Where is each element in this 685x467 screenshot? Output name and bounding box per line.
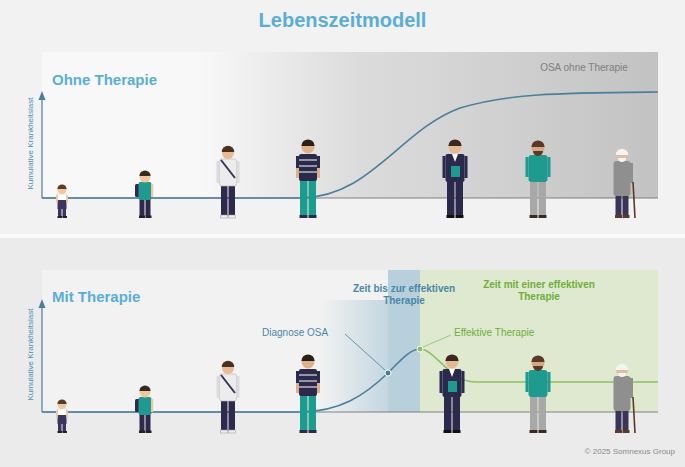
annotation-label: Diagnose OSA xyxy=(262,327,342,338)
blue-fade xyxy=(320,300,388,412)
panel: Ohne Therapie OSA ohne Therapie xyxy=(0,42,685,234)
node-text: Mit Therapie xyxy=(52,288,140,305)
shaded-region: OSA ohne Therapie xyxy=(300,52,658,198)
top-plot xyxy=(42,52,658,198)
therapy-dot xyxy=(417,346,423,352)
diagram-title: Lebenszeitmodell xyxy=(0,9,685,32)
annotation-label: Kumulative Krankheitslast xyxy=(26,285,35,425)
annotation-label: Zeit bis zur effektiven Therapie xyxy=(345,283,463,307)
separator xyxy=(0,234,685,238)
figures-bottom xyxy=(56,354,635,433)
diagnosis-dot xyxy=(385,370,391,376)
curves xyxy=(42,92,658,412)
node-text: Ohne Therapie xyxy=(52,71,157,88)
band: Zeit mit einer effektiven Therapie xyxy=(420,270,658,412)
node-text: OSA ohne Therapie xyxy=(524,62,644,73)
node-text: Zeit mit einer effektiven Therapie xyxy=(479,279,599,303)
annotation-label: Kumulative Krankheitslast xyxy=(26,74,35,214)
top-ground xyxy=(0,0,685,234)
panel: Mit Therapie Zeit mit einer effektiven Th… xyxy=(0,238,685,467)
annotation-label: © 2025 Somnexus Group xyxy=(500,447,675,456)
bottom-ground xyxy=(0,238,685,467)
axes xyxy=(39,91,659,412)
figures-top xyxy=(56,139,635,218)
bottom-plot xyxy=(42,270,658,412)
annotation-label: Effektive Therapie xyxy=(454,327,564,338)
